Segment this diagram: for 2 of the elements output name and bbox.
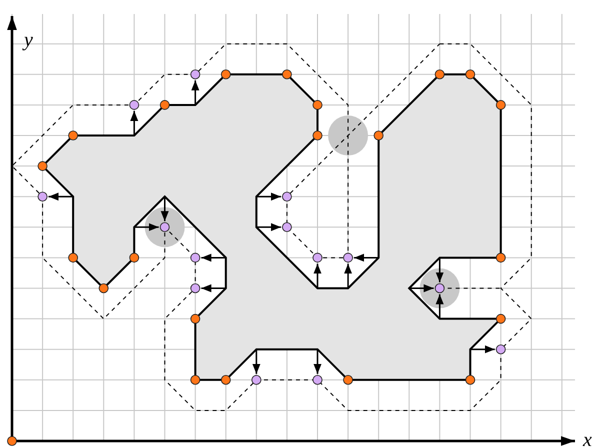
axis-label: x — [583, 430, 592, 447]
axis-label: y — [24, 30, 33, 50]
